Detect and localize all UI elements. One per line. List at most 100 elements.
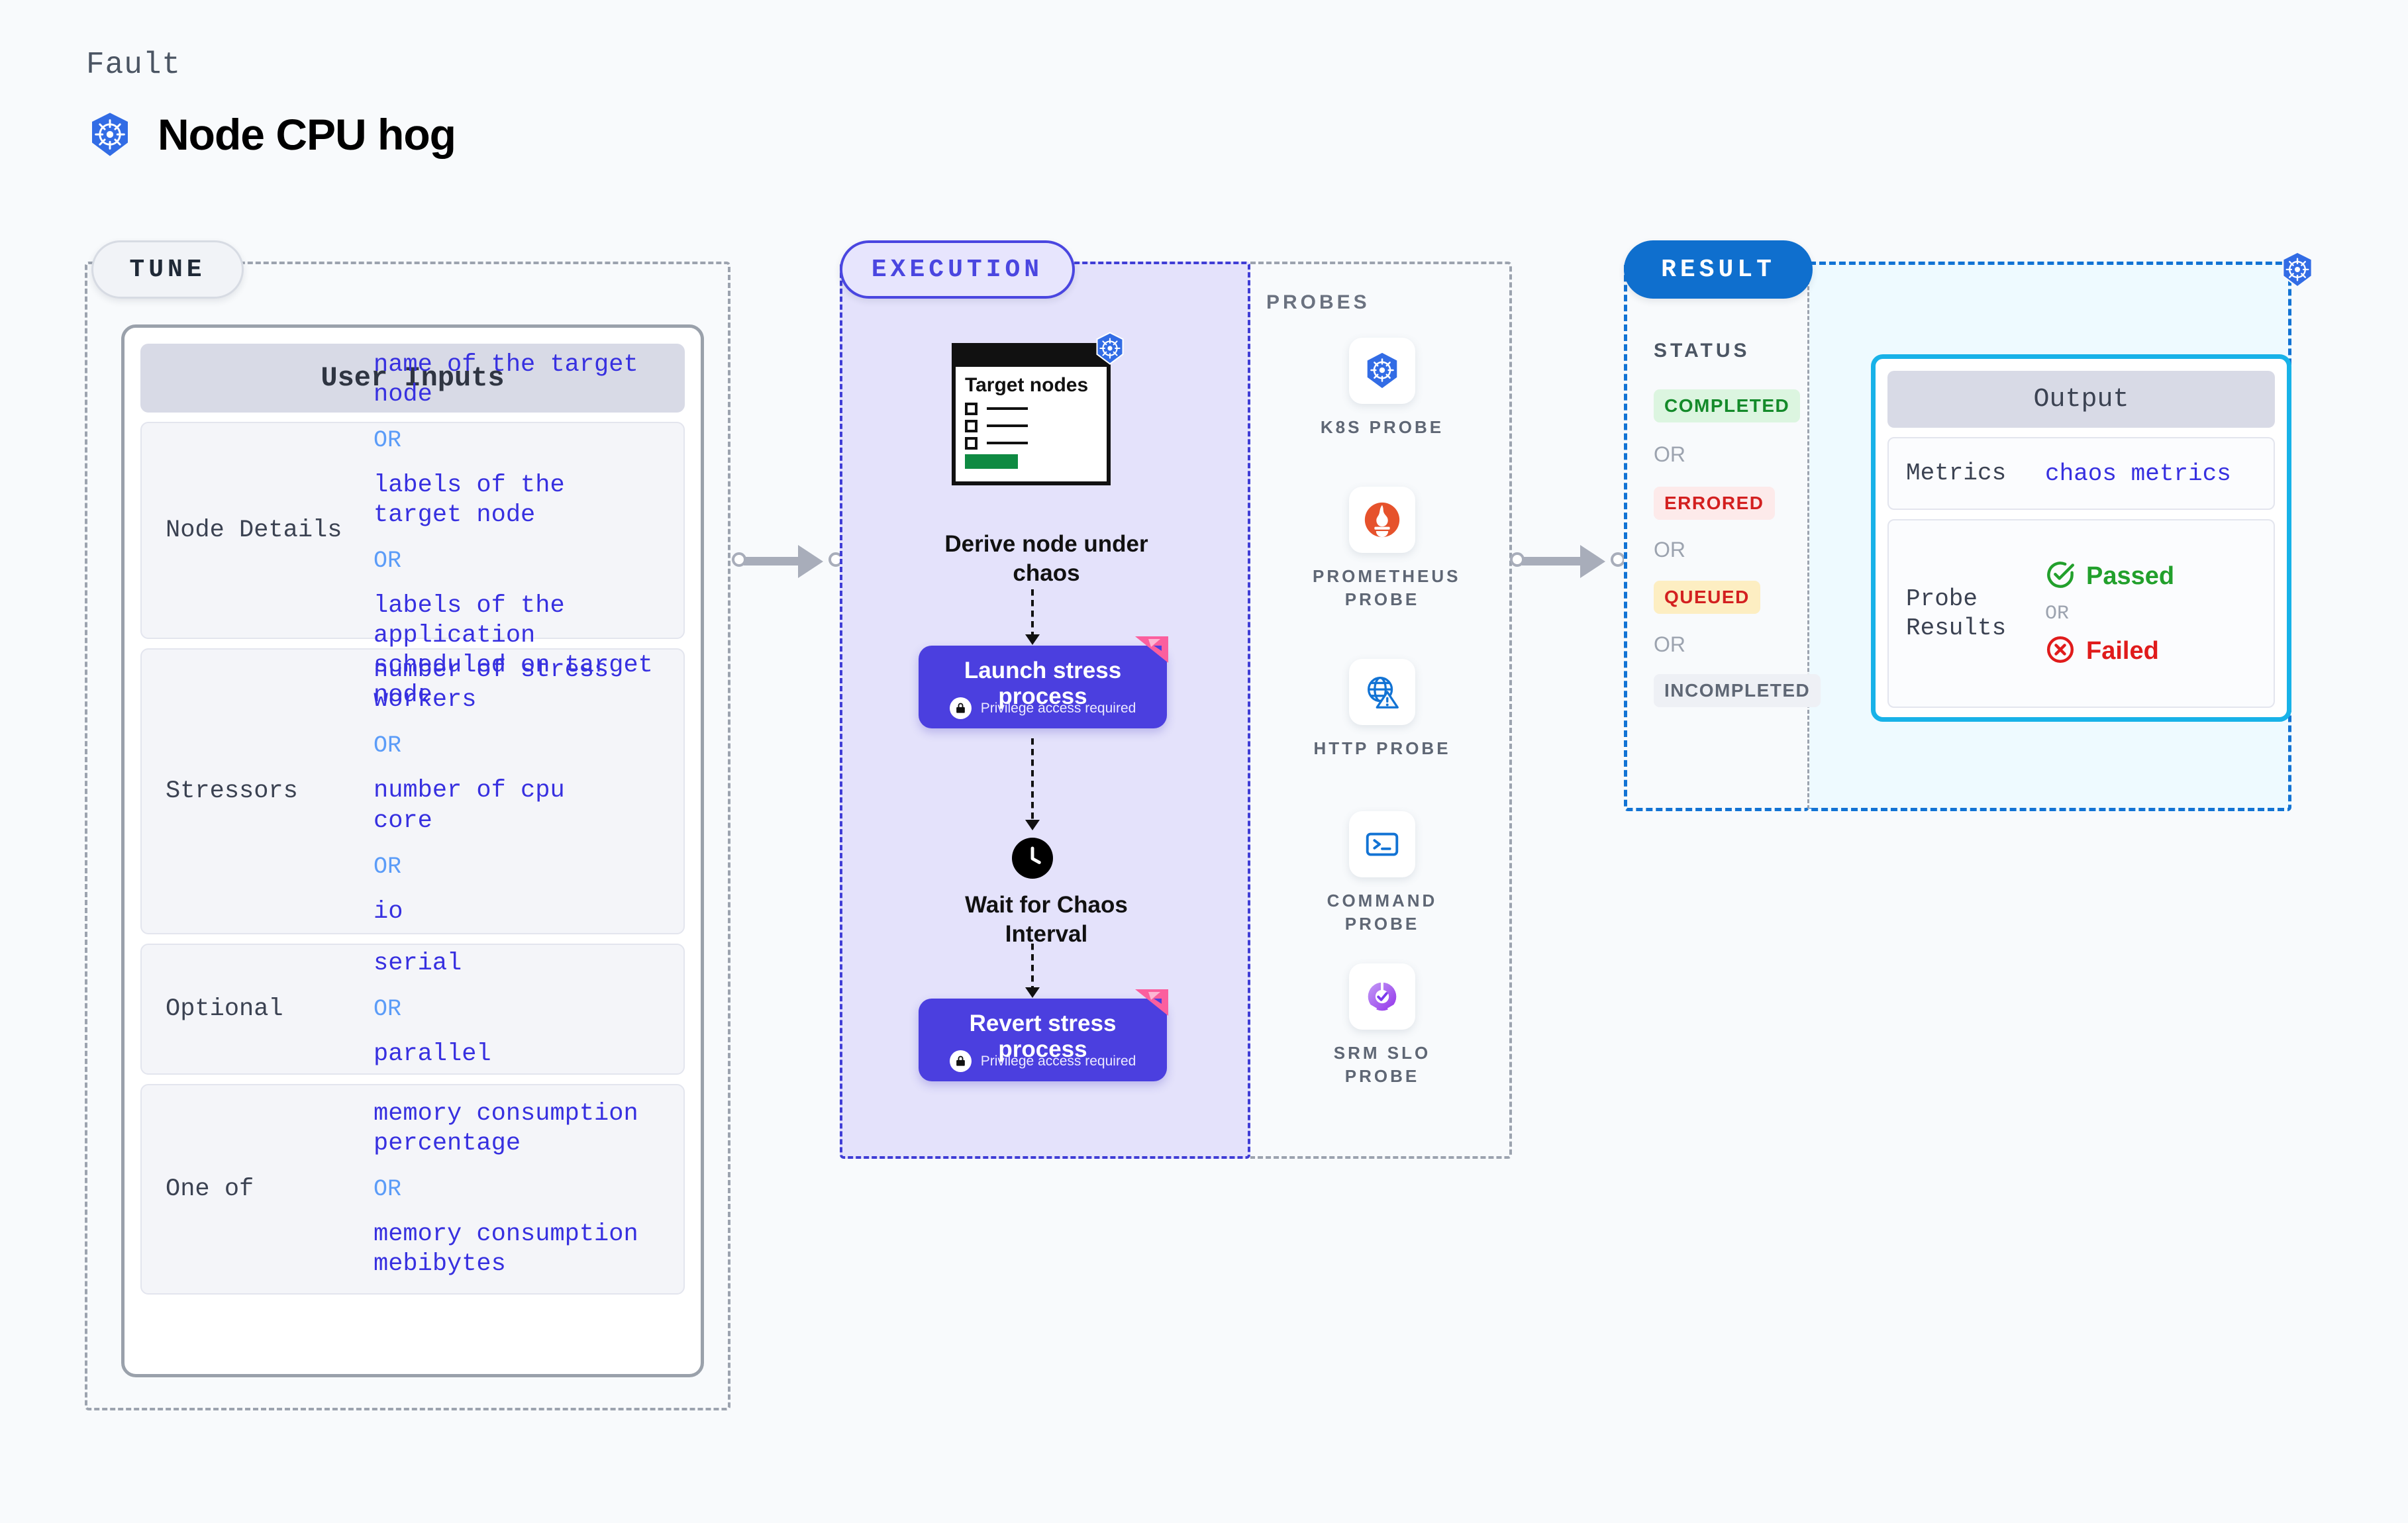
probe-label: COMMAND PROBE — [1327, 891, 1438, 934]
result-status-region — [1624, 262, 1809, 811]
tune-separator: OR — [374, 853, 402, 880]
step-subtitle: Privilege access required — [980, 1053, 1136, 1069]
tune-row-label: Optional — [166, 995, 283, 1023]
prometheus-icon — [1349, 487, 1415, 553]
probe-results-values: Passed OR Failed — [2045, 560, 2263, 668]
checkbox-icon — [965, 402, 978, 415]
connector-bar — [1522, 557, 1595, 565]
tune-value: parallel — [374, 1040, 491, 1068]
status-badge: INCOMPLETED — [1654, 674, 1821, 707]
probe-label: SRM SLO PROBE — [1333, 1043, 1431, 1087]
status-badge: QUEUED — [1654, 581, 1760, 614]
tune-value: number of stress workers — [374, 656, 609, 714]
globe-warning-icon — [1349, 659, 1415, 725]
tune-value: io — [374, 897, 403, 926]
user-inputs-title: User Inputs — [140, 344, 685, 413]
probe-result-separator: OR — [2045, 602, 2070, 625]
status-label: STATUS — [1654, 340, 1750, 362]
tune-separator: OR — [374, 548, 402, 574]
tune-value: number of cpu core — [374, 777, 565, 835]
checkbox-icon — [965, 436, 978, 450]
clock-icon — [1012, 838, 1053, 879]
status-separator: OR — [1654, 442, 1685, 466]
revert-stress-step[interactable]: Revert stress process Privilege access r… — [919, 989, 1168, 1081]
tune-value: serial — [374, 949, 462, 977]
target-nodes-item — [965, 436, 1097, 450]
tune-separator: OR — [374, 1176, 402, 1203]
terminal-icon — [1349, 811, 1415, 877]
metrics-row: Metrics chaos metrics — [1887, 437, 2275, 510]
line-placeholder — [987, 442, 1028, 444]
flow-arrowhead — [1025, 634, 1040, 645]
target-nodes-body: Target nodes — [956, 367, 1107, 477]
probe-item-k8s[interactable]: K8S PROBE — [1313, 338, 1452, 439]
target-nodes-item — [965, 402, 1097, 415]
lock-icon — [949, 1050, 972, 1072]
tune-value: labels of the application scheduled on t… — [374, 592, 653, 710]
flow-connector — [1031, 944, 1034, 991]
metrics-label: Metrics — [1906, 460, 2007, 487]
connector-tune-execution — [732, 540, 844, 579]
target-nodes-item — [965, 419, 1097, 432]
slo-donut-check-icon — [1349, 963, 1415, 1030]
tune-separator: OR — [374, 732, 402, 760]
metrics-value: chaos metrics — [2045, 460, 2231, 487]
probe-results-row: Probe Results Passed OR — [1887, 519, 2275, 708]
tune-row-values: name of the target node OR labels of the… — [374, 350, 670, 711]
tune-row-label: One of — [166, 1175, 254, 1203]
target-nodes-titlebar — [956, 347, 1107, 367]
probe-results-label: Probe Results — [1906, 585, 2007, 642]
failed-text: Failed — [2086, 636, 2159, 665]
tune-value: labels of the target node — [374, 471, 565, 529]
tune-value: memory consumption percentage — [374, 1099, 638, 1157]
line-placeholder — [987, 424, 1028, 427]
output-card: Output Metrics chaos metrics Probe Resul… — [1871, 354, 2291, 722]
output-title: Output — [1887, 371, 2275, 428]
tune-row-label: Stressors — [166, 777, 298, 805]
fault-kicker: Fault — [86, 48, 181, 82]
tune-row-values: memory consumption percentage OR memory … — [374, 1099, 670, 1280]
tune-value: memory consumption mebibytes — [374, 1220, 638, 1279]
ribbon-icon — [1131, 989, 1168, 1017]
ribbon-icon — [1131, 636, 1168, 664]
connector-end-dot — [1611, 552, 1625, 567]
wait-step-label: Wait for Chaos Interval — [965, 892, 1128, 947]
connector-bar — [744, 557, 813, 565]
execution-label: EXECUTION — [840, 240, 1075, 299]
step-subtitle-row: Privilege access required — [919, 1050, 1167, 1072]
probe-item-command[interactable]: COMMAND PROBE — [1313, 811, 1452, 936]
tune-row-label: Node Details — [166, 516, 342, 544]
tune-separator: OR — [374, 996, 402, 1022]
x-circle-icon — [2045, 634, 2076, 668]
tune-label: TUNE — [91, 240, 244, 299]
probes-label: PROBES — [1266, 291, 1370, 313]
step-subtitle-row: Privilege access required — [919, 697, 1167, 719]
step-subtitle: Privilege access required — [980, 700, 1136, 716]
probe-item-http[interactable]: HTTP PROBE — [1313, 659, 1452, 760]
flow-arrowhead — [1025, 820, 1040, 830]
probe-item-srm-slo[interactable]: SRM SLO PROBE — [1313, 963, 1452, 1088]
step-title: Launch stress process — [964, 658, 1122, 710]
kubernetes-icon — [86, 111, 134, 158]
connector-arrowhead — [1580, 545, 1605, 578]
status-separator: OR — [1654, 538, 1685, 562]
progress-bar — [965, 454, 1018, 469]
tune-row: Optional serial OR parallel — [140, 944, 685, 1075]
launch-stress-step[interactable]: Launch stress process Privilege access r… — [919, 636, 1168, 728]
derive-step-label: Derive node under chaos — [944, 531, 1148, 586]
result-label: RESULT — [1624, 240, 1813, 299]
connector-execution-result — [1510, 540, 1629, 579]
line-placeholder — [987, 407, 1028, 410]
target-nodes-card: Target nodes — [952, 343, 1111, 485]
probe-label: K8S PROBE — [1320, 417, 1444, 437]
target-nodes-heading: Target nodes — [965, 374, 1089, 396]
user-inputs-card: User Inputs Node Details name of the tar… — [121, 324, 704, 1377]
flow-connector — [1031, 589, 1034, 641]
status-badge: ERRORED — [1654, 487, 1775, 520]
probe-item-prometheus[interactable]: PROMETHEUS PROBE — [1313, 487, 1461, 611]
check-circle-icon — [2045, 560, 2076, 593]
tune-separator: OR — [374, 426, 402, 454]
status-separator: OR — [1654, 632, 1685, 656]
kubernetes-icon — [2278, 250, 2317, 292]
probe-label: PROMETHEUS PROBE — [1313, 566, 1461, 610]
